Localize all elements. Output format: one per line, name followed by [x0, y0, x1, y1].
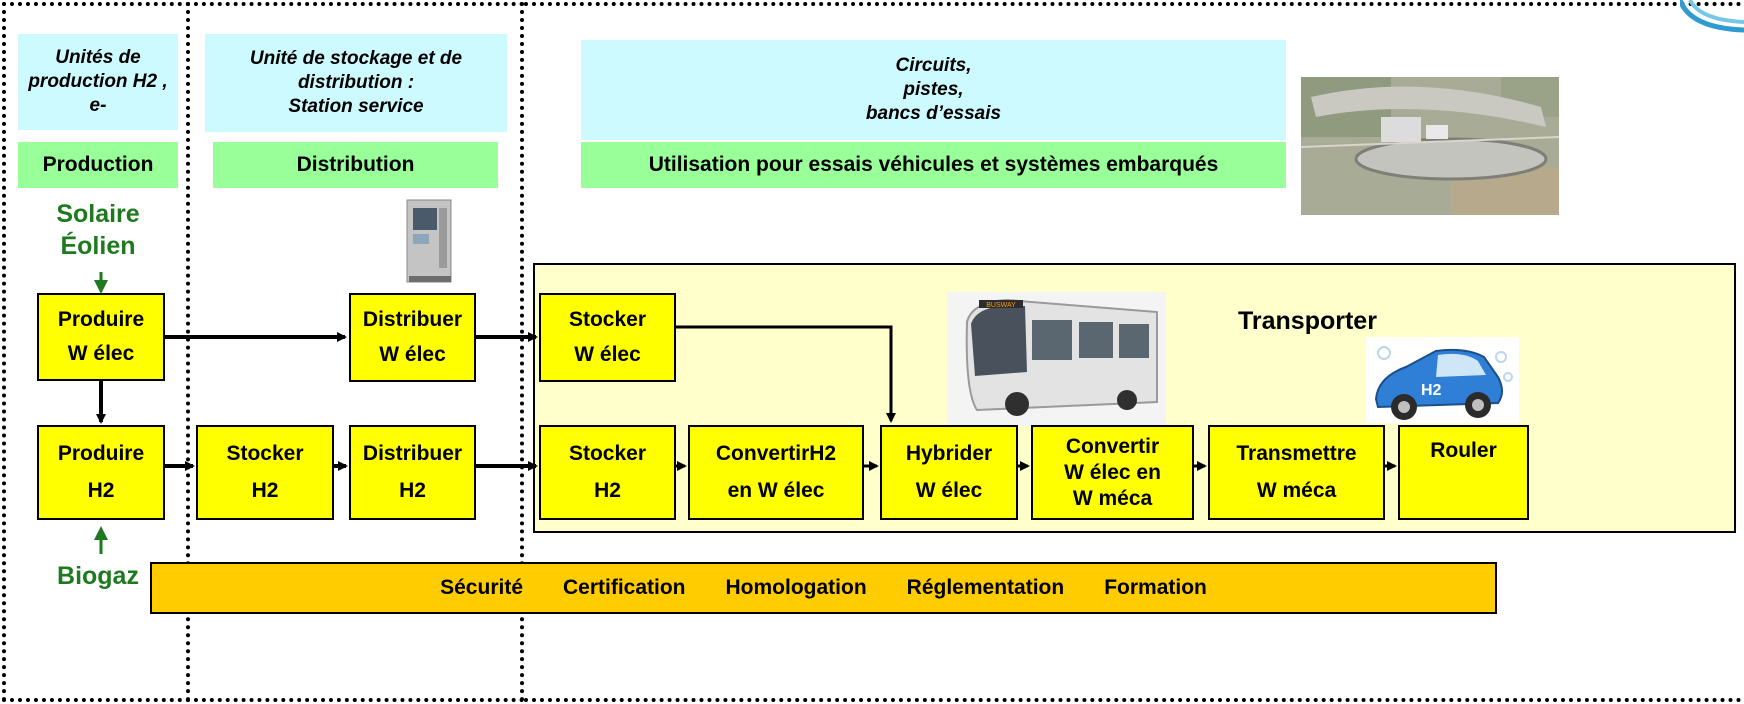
convertir-meca-box: Convertir W élec en W méca — [1031, 425, 1194, 520]
usage-desc-line: Circuits, — [895, 55, 972, 76]
distribution-desc-line: Unité de stockage et de — [249, 48, 463, 69]
box-line: W élec — [574, 342, 641, 366]
usage-description: Circuits, pistes, bancs d’essais — [581, 40, 1286, 140]
stocker-h2-box: Stocker H2 — [539, 425, 676, 520]
stocker-h2-distribution-box: Stocker H2 — [196, 425, 334, 520]
distribution-desc-line: Station service — [288, 96, 424, 117]
h2-car-photo: H2 — [1366, 337, 1519, 423]
box-line: Stocker — [568, 308, 647, 332]
distribution-desc-line: distribution : — [297, 72, 415, 93]
box-line: H2 — [251, 479, 279, 503]
regulation-footer: Sécurité Certification Homologation Régl… — [150, 562, 1497, 614]
box-line: H2 — [594, 479, 621, 503]
convertir-h2-box: ConvertirH2 en W élec — [688, 425, 864, 520]
produire-welec-box: Produire W élec — [37, 293, 165, 381]
stocker-welec-box: Stocker W élec — [539, 293, 676, 382]
usage-label: Utilisation pour essais véhicules et sys… — [581, 142, 1286, 188]
box-line: Produire — [57, 308, 145, 331]
fuel-station-photo — [401, 198, 457, 284]
bus-display-text: BUSWAY — [986, 302, 1016, 309]
production-label: Production — [18, 142, 178, 188]
box-line: Transmettre — [1236, 441, 1357, 465]
box-line: W élec — [915, 479, 983, 503]
box-line: H2 — [399, 479, 426, 503]
rouler-box: Rouler — [1398, 425, 1529, 520]
box-line: Stocker — [226, 441, 304, 465]
distribuer-welec-box: Distribuer W élec — [349, 293, 476, 382]
logo-fragment — [1680, 0, 1744, 33]
box-line: Distribuer — [362, 308, 463, 332]
usage-desc-line: pistes, — [903, 79, 964, 100]
usage-region — [524, 2, 1742, 702]
box-line: W méca — [1072, 486, 1153, 510]
production-description-text: Unités de production H2 , e- — [28, 47, 168, 116]
aerial-track-photo — [1301, 77, 1559, 215]
box-line: W élec en — [1064, 460, 1161, 484]
box-line: Distribuer — [362, 441, 463, 465]
box-line: Produire — [57, 441, 145, 465]
box-line: Stocker — [568, 441, 647, 465]
footer-item: Formation — [1104, 576, 1207, 599]
box-line: W élec — [67, 342, 135, 365]
footer-item: Homologation — [725, 576, 867, 599]
usage-desc-line: bancs d’essais — [865, 103, 1002, 124]
distribuer-h2-box: Distribuer H2 — [349, 425, 476, 520]
box-line: Hybrider — [905, 441, 993, 465]
box-line: W élec — [379, 342, 446, 366]
box-line: Convertir — [1065, 434, 1160, 458]
footer-item: Certification — [563, 576, 686, 599]
car-badge-text: H2 — [1421, 382, 1442, 399]
arrow-stocker-welec-to-hybrider — [676, 325, 896, 423]
box-line: W méca — [1256, 479, 1337, 503]
solar-label: Solaire — [56, 200, 140, 228]
box-line: H2 — [87, 479, 115, 503]
footer-item: Sécurité — [440, 576, 523, 599]
transporter-label: Transporter — [1238, 307, 1377, 335]
distribution-label: Distribution — [213, 142, 498, 188]
box-line: Rouler — [1430, 439, 1497, 462]
biogas-label: Biogaz — [57, 562, 139, 590]
bus-photo: BUSWAY — [947, 292, 1166, 426]
distribution-region — [186, 2, 524, 702]
production-description: Unités de production H2 , e- — [18, 34, 178, 130]
produire-h2-box: Produire H2 — [37, 425, 165, 520]
wind-label: Éolien — [60, 232, 136, 260]
solar-wind-label: Solaire Éolien — [18, 198, 178, 262]
footer-item: Réglementation — [906, 576, 1065, 599]
transmettre-box: Transmettre W méca — [1208, 425, 1385, 520]
hybrider-box: Hybrider W élec — [880, 425, 1018, 520]
box-line: ConvertirH2 — [715, 441, 837, 465]
distribution-description: Unité de stockage et de distribution : S… — [205, 34, 507, 132]
box-line: en W élec — [727, 479, 825, 503]
production-region — [2, 2, 190, 702]
